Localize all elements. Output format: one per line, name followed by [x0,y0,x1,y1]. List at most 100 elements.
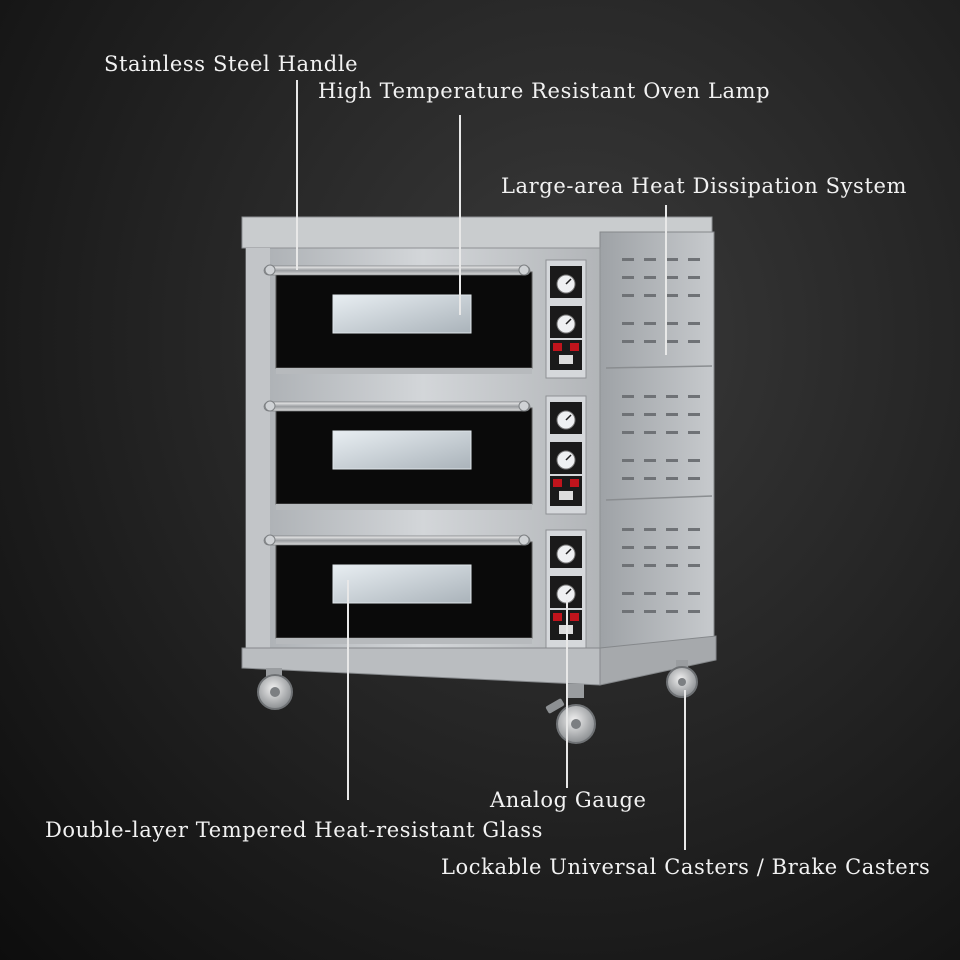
rocker-switch [559,355,573,364]
vent-slot [688,294,700,297]
vent-slot [644,564,656,567]
heat-dissipation-vents [622,258,700,613]
vent-slot [622,564,634,567]
door-handle [263,401,531,412]
vent-slot [688,564,700,567]
vent-slot [666,592,678,595]
vent-slot [644,395,656,398]
heat-leader-line [665,205,667,355]
handle-mount-left [264,400,276,412]
caster-front-left [257,668,293,710]
vent-slot [688,592,700,595]
callout-heat-dissipation: Large-area Heat Dissipation System [501,174,908,198]
vent-slot [644,528,656,531]
vent-slot [644,276,656,279]
vent-slot [622,340,634,343]
vent-slot [688,459,700,462]
vent-slot [622,528,634,531]
door-trim [276,368,532,374]
indicator-light-right [570,479,579,487]
vent-slot [688,546,700,549]
callout-stainless-steel-handle: Stainless Steel Handle [104,52,359,76]
oven-window [332,294,472,334]
oven-window [332,564,472,604]
vent-slot [644,592,656,595]
control-panel-2 [545,395,587,515]
oven-deck-2 [263,400,533,510]
handle-mount-right [518,534,530,546]
vent-slot [622,477,634,480]
glass-leader-line [347,580,349,800]
vent-slot [644,294,656,297]
oven-deck-1 [263,264,533,374]
callout-analog-gauge: Analog Gauge [490,788,647,812]
vent-slot [666,340,678,343]
gauge-needle [565,414,572,421]
vent-slot [644,477,656,480]
callout-casters: Lockable Universal Casters / Brake Caste… [441,855,931,879]
vent-slot [688,528,700,531]
gauge-needle [565,454,572,461]
vent-slot [688,610,700,613]
handle-mount-right [518,400,530,412]
indicator-light-left [553,343,562,351]
oven-base [241,635,717,686]
vent-slot [622,610,634,613]
oven-decks [263,264,533,644]
gauge-needle [565,548,572,555]
vent-slot [666,413,678,416]
vent-slot [688,322,700,325]
vent-slot [666,276,678,279]
vent-slot [622,546,634,549]
vent-slot [622,276,634,279]
handle-mount-right [518,264,530,276]
gauge-needle [565,318,572,325]
vent-slot [644,546,656,549]
rocker-switch [559,491,573,500]
handle-leader-line [296,80,298,270]
vent-slot [622,592,634,595]
vent-slot [644,258,656,261]
vent-slot [622,459,634,462]
oven-deck-3 [263,534,533,644]
vent-slot [666,528,678,531]
vent-slot [688,413,700,416]
vent-slot [666,564,678,567]
door-trim [276,638,532,644]
vent-slot [644,431,656,434]
vent-slot [622,322,634,325]
handle-mount-left [264,534,276,546]
vent-slot [644,340,656,343]
vent-slot [666,258,678,261]
indicator-light-right [570,613,579,621]
vent-slot [688,258,700,261]
door-handle [263,265,531,276]
indicator-light-right [570,343,579,351]
vent-slot [666,459,678,462]
vent-slot [622,258,634,261]
gauge-needle [565,588,572,595]
callout-tempered-glass: Double-layer Tempered Heat-resistant Gla… [45,818,543,842]
vent-slot [644,610,656,613]
vent-slot [622,431,634,434]
control-panels [545,259,587,649]
door-handle [263,535,531,546]
oven-window [332,430,472,470]
gauge-leader-line [566,600,568,788]
vent-slot [666,546,678,549]
callout-oven-lamp: High Temperature Resistant Oven Lamp [318,79,771,103]
handle-mount-left [264,264,276,276]
vent-slot [622,413,634,416]
vent-slot [644,322,656,325]
vent-slot [666,431,678,434]
control-panel-1 [545,259,587,379]
vent-slot [666,477,678,480]
vent-slot [688,340,700,343]
casters-leader-line [684,690,686,850]
door-trim [276,504,532,510]
gauge-needle [565,278,572,285]
vent-slot [666,294,678,297]
vent-slot [688,276,700,279]
vent-slot [666,395,678,398]
